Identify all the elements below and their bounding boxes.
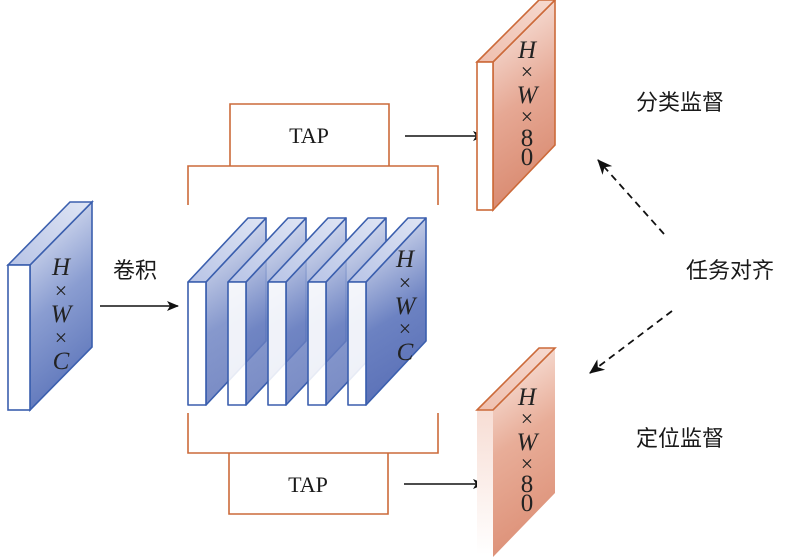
feature-stack-dims: H × W × C xyxy=(395,246,418,366)
dim-times: × xyxy=(55,325,67,350)
input-tensor-front-face xyxy=(7,264,31,411)
dim-times: × xyxy=(521,451,533,476)
dim-w: W xyxy=(517,82,540,109)
dim-digit: 0 xyxy=(521,490,534,517)
loc-output-dims: H × W × 8 0 xyxy=(517,384,540,517)
dim-times: × xyxy=(521,406,533,431)
dim-h: H xyxy=(517,384,538,411)
dim-digit: 0 xyxy=(521,144,534,171)
top-tap-label: TAP xyxy=(289,123,329,148)
dim-w: W xyxy=(517,429,540,456)
feature-layer-front-face xyxy=(347,281,367,406)
bottom-tap-block: TAP xyxy=(187,413,439,515)
dim-times: × xyxy=(399,270,411,295)
dim-c: C xyxy=(53,348,70,375)
dim-digit: 8 xyxy=(521,125,534,152)
feature-layer-front-face xyxy=(187,281,207,406)
loc-output-tensor: H × W × 8 0 xyxy=(475,347,557,557)
dim-h: H xyxy=(517,37,538,64)
loc-output-top-face xyxy=(475,347,557,411)
alignment-arrow-to-loc xyxy=(589,310,673,374)
input-tensor-dims: H × W × C xyxy=(51,254,74,375)
dim-digit: 8 xyxy=(521,471,534,498)
feature-layer-front-face xyxy=(227,281,247,406)
feature-stack xyxy=(187,217,427,406)
feature-layer xyxy=(347,217,427,406)
conv-label: 卷积 xyxy=(113,259,157,284)
dim-h: H xyxy=(395,246,416,273)
loc-output-side-face xyxy=(493,348,555,557)
dim-times: × xyxy=(399,316,411,341)
dim-times: × xyxy=(521,59,533,84)
dim-h: H xyxy=(51,254,72,281)
dim-times: × xyxy=(521,104,533,129)
cls-output-front-face xyxy=(476,61,494,211)
dim-times: × xyxy=(55,278,67,303)
bottom-tap-box xyxy=(228,453,389,515)
top-tap-block: TAP xyxy=(187,103,439,205)
loc-supervision-label: 定位监督 xyxy=(636,427,724,452)
task-alignment-label: 任务对齐 xyxy=(686,259,774,284)
cls-output-dims: H × W × 8 0 xyxy=(517,37,540,171)
bottom-bracket xyxy=(187,413,439,454)
loc-output-front-face xyxy=(477,410,493,555)
alignment-arrow-to-cls xyxy=(597,159,665,235)
bottom-tap-label: TAP xyxy=(288,472,328,497)
feature-layer-front-face xyxy=(267,281,287,406)
dim-w: W xyxy=(395,293,418,320)
feature-layer-front-face xyxy=(307,281,327,406)
top-tap-box xyxy=(229,103,390,166)
cls-supervision-label: 分类监督 xyxy=(636,91,724,116)
input-tensor: H × W × C xyxy=(6,200,94,412)
cls-output-tensor: H × W × 8 0 xyxy=(475,0,557,212)
dim-c: C xyxy=(397,339,414,366)
dim-w: W xyxy=(51,301,74,328)
top-bracket xyxy=(187,165,439,205)
